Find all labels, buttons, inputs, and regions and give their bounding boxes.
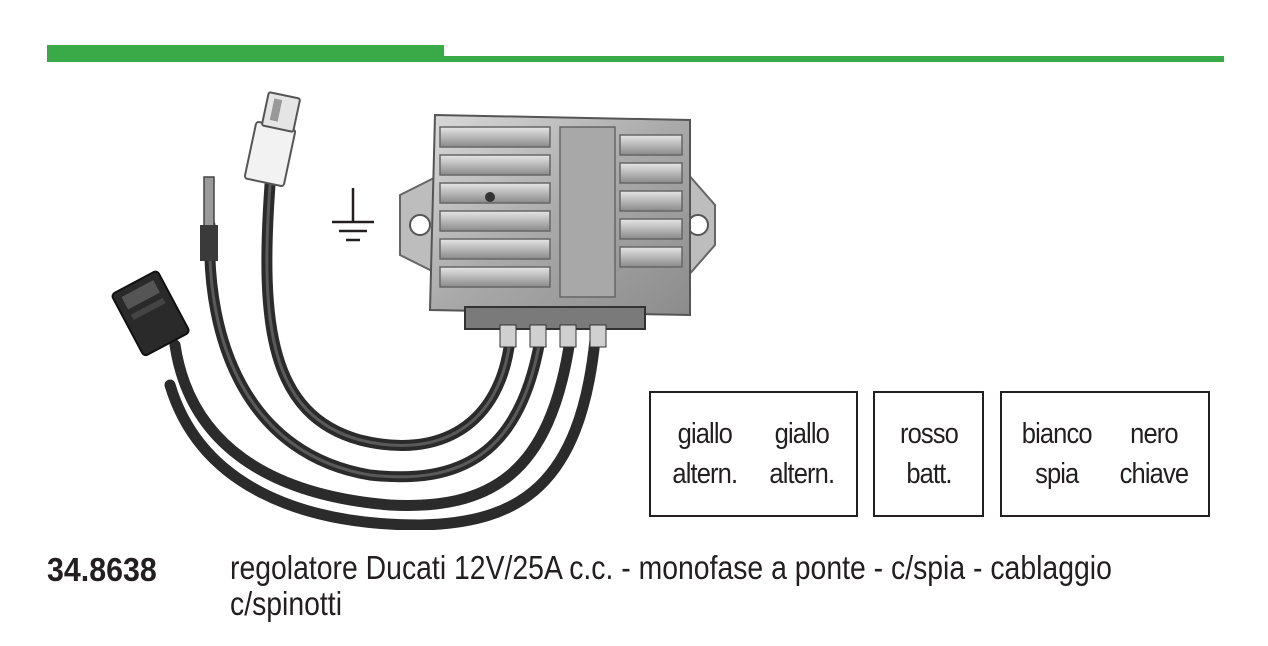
wire-function-label: batt. <box>905 458 952 490</box>
wire-function-label: chiave <box>1119 458 1189 490</box>
wire-color-label: giallo <box>678 418 733 450</box>
wire-legend-entry: giallo altern. <box>769 414 835 494</box>
wire-legend-entry: giallo altern. <box>672 414 739 494</box>
product-description-line-1: regolatore Ducati 12V/25A c.c. - monofas… <box>230 549 1112 586</box>
wire-function-label: altern. <box>672 458 739 490</box>
wire-color-label: rosso <box>899 418 958 450</box>
product-description-line-2: c/spinotti <box>230 585 343 622</box>
product-code: 34.8638 <box>47 551 157 588</box>
header-rule <box>47 56 1224 62</box>
wire-legend-entry: nero chiave <box>1119 414 1189 494</box>
product-description: regolatore Ducati 12V/25A c.c. - monofas… <box>230 550 1124 622</box>
wire-legend-box-lamp-key: bianco spia nero chiave <box>1000 391 1210 517</box>
wire-function-label: spia <box>1035 458 1079 490</box>
wire-legend-box-battery: rosso batt. <box>873 391 984 517</box>
wire-legend-box-alternator: giallo altern. giallo altern. <box>649 391 858 517</box>
ground-symbol-icon <box>332 188 374 242</box>
wire-color-label: giallo <box>774 418 830 450</box>
voltage-regulator-image <box>111 91 716 530</box>
wire-function-label: altern. <box>769 458 835 490</box>
wire-legend-entry: bianco spia <box>1021 414 1093 494</box>
wire-color-label: nero <box>1130 418 1178 450</box>
wire-legend-entry: rosso batt. <box>899 414 958 494</box>
wire-color-label: bianco <box>1021 418 1093 450</box>
